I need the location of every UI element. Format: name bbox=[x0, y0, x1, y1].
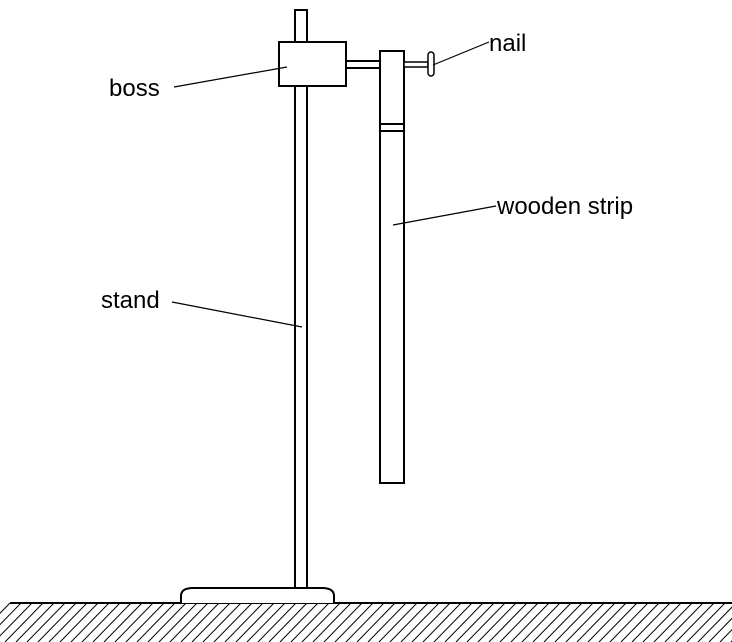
hatch-line bbox=[246, 603, 286, 642]
hatch-line bbox=[719, 628, 732, 642]
hatch-line bbox=[444, 603, 484, 642]
hatch-line bbox=[488, 603, 528, 642]
hatch-line bbox=[587, 603, 627, 642]
hatch-line bbox=[59, 603, 99, 642]
hatch-line bbox=[455, 603, 495, 642]
boss bbox=[278, 41, 347, 87]
hatch-line bbox=[686, 603, 726, 642]
nail bbox=[403, 51, 435, 77]
stand-base bbox=[180, 587, 335, 603]
hatch-line bbox=[70, 603, 110, 642]
hatch-line bbox=[125, 603, 165, 642]
hatch-line bbox=[466, 603, 506, 642]
hatch-line bbox=[345, 603, 385, 642]
hatch-line bbox=[653, 603, 693, 642]
hatch-line bbox=[301, 603, 341, 642]
hatch-line bbox=[378, 603, 418, 642]
hatch-line bbox=[554, 603, 594, 642]
hatch-line bbox=[477, 603, 517, 642]
hatch-line bbox=[356, 603, 396, 642]
stand-label: stand bbox=[101, 287, 160, 314]
hatch-line bbox=[631, 603, 671, 642]
hatch-line bbox=[708, 617, 732, 642]
hatch-line bbox=[389, 603, 429, 642]
nail-label: nail bbox=[489, 30, 526, 57]
hatch-line bbox=[0, 603, 33, 637]
ground bbox=[0, 602, 732, 642]
clamp-arm bbox=[345, 60, 381, 69]
hatch-line bbox=[268, 603, 308, 642]
boss-label: boss bbox=[109, 75, 160, 102]
hatch-line bbox=[235, 603, 275, 642]
hatch-line bbox=[191, 603, 231, 642]
hatch-line bbox=[213, 603, 253, 642]
hatch-line bbox=[499, 603, 539, 642]
hatch-line bbox=[103, 603, 143, 642]
hatch-line bbox=[147, 603, 187, 642]
hatch-line bbox=[422, 603, 462, 642]
hatch-line bbox=[169, 603, 209, 642]
ground-hatching bbox=[0, 603, 732, 642]
hatch-line bbox=[180, 603, 220, 642]
hatch-line bbox=[323, 603, 363, 642]
hatch-line bbox=[411, 603, 451, 642]
hatch-line bbox=[664, 603, 704, 642]
hatch-line bbox=[532, 603, 572, 642]
hatch-line bbox=[290, 603, 330, 642]
hatch-line bbox=[0, 603, 22, 626]
hatch-line bbox=[367, 603, 407, 642]
hatch-line bbox=[543, 603, 583, 642]
hatch-line bbox=[433, 603, 473, 642]
hatch-line bbox=[81, 603, 121, 642]
hatch-line bbox=[37, 603, 77, 642]
hatch-line bbox=[48, 603, 88, 642]
hatch-line bbox=[114, 603, 154, 642]
wooden-strip bbox=[379, 50, 405, 484]
hatch-line bbox=[312, 603, 352, 642]
hatch-line bbox=[521, 603, 561, 642]
stand-rod bbox=[294, 9, 308, 589]
nail-leader-line bbox=[432, 41, 490, 66]
hatch-line bbox=[400, 603, 440, 642]
hatch-line bbox=[4, 603, 44, 642]
wooden-strip-leader-line bbox=[392, 205, 497, 226]
hatch-line bbox=[15, 603, 55, 642]
stand-leader-line bbox=[171, 301, 303, 328]
hatch-line bbox=[92, 603, 132, 642]
hatch-line bbox=[576, 603, 616, 642]
hatch-line bbox=[257, 603, 297, 642]
hatch-line bbox=[334, 603, 374, 642]
hatch-line bbox=[642, 603, 682, 642]
hatch-line bbox=[565, 603, 605, 642]
hatch-line bbox=[0, 603, 11, 614]
hatch-line bbox=[697, 606, 732, 642]
hatch-line bbox=[279, 603, 319, 642]
hatch-line bbox=[675, 603, 715, 642]
hatch-line bbox=[510, 603, 550, 642]
wooden-strip-label: wooden strip bbox=[496, 193, 633, 220]
hatch-line bbox=[202, 603, 242, 642]
hatch-line bbox=[620, 603, 660, 642]
hatch-line bbox=[136, 603, 176, 642]
boss-leader-line bbox=[173, 66, 288, 88]
hatch-line bbox=[158, 603, 198, 642]
hatch-line bbox=[26, 603, 66, 642]
hatch-line bbox=[598, 603, 638, 642]
hatch-line bbox=[224, 603, 264, 642]
hatch-line bbox=[609, 603, 649, 642]
